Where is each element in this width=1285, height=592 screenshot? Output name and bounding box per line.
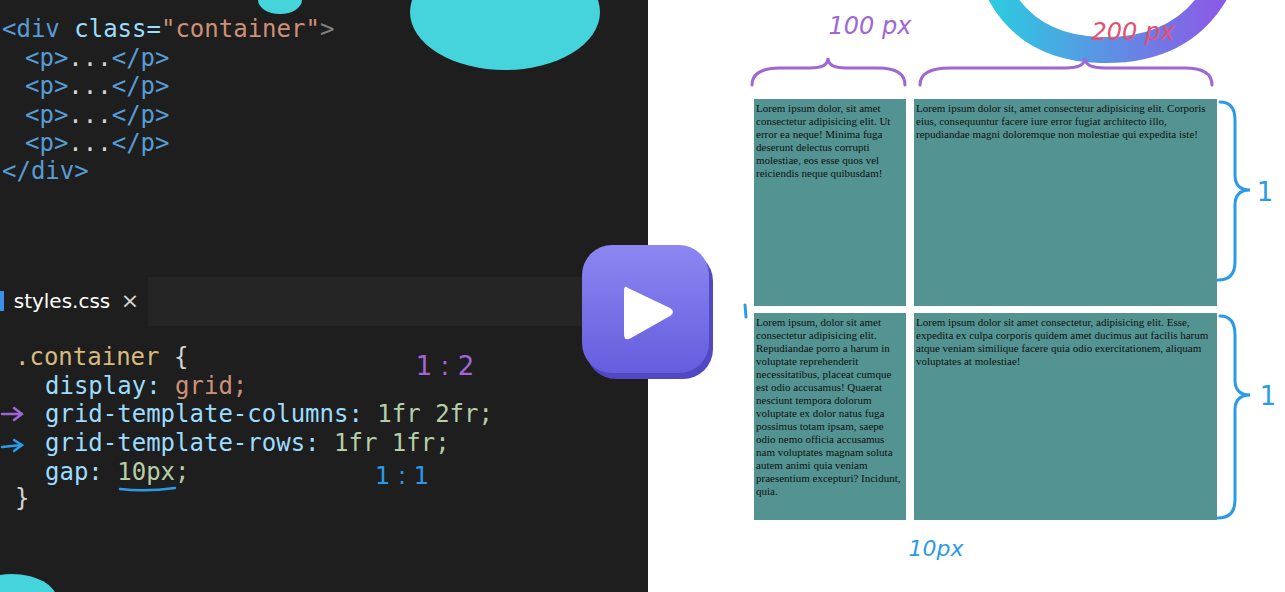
code-token: ... [68, 101, 111, 129]
ratio-note: 1 [1260, 381, 1277, 411]
grid-cell: Lorem ipsum, dolor sit amet consectetur … [754, 313, 906, 520]
code-token: { [174, 343, 188, 371]
code-token: <p> [25, 44, 68, 72]
code-token: "container" [161, 15, 320, 43]
cell-text: Lorem ipsum, dolor sit amet consectetur … [756, 316, 904, 498]
code-line: <p>...</p> [25, 128, 170, 158]
grid-cell: Lorem ipsum dolor sit, amet consectetur … [914, 99, 1217, 306]
height-brace [1218, 102, 1250, 280]
dimension-note: 200 px [1092, 18, 1175, 46]
tab-label: styles.css [14, 289, 111, 313]
play-triangle [624, 287, 673, 340]
code-token: ... [68, 129, 111, 157]
code-token: grid; [175, 372, 247, 400]
code-line: <p>...</p> [25, 43, 170, 73]
cell-text: Lorem ipsum dolor, sit amet consectetur … [756, 102, 904, 180]
code-token: gap: [45, 458, 103, 486]
dimension-note: 100 px [829, 12, 912, 40]
code-line: </div> [2, 156, 89, 186]
code-token: 1fr 1fr; [334, 429, 450, 457]
code-token: } [15, 484, 29, 512]
gap-note: 10px [909, 536, 964, 561]
tick-mark [745, 305, 746, 317]
code-token: 10px; [117, 458, 189, 486]
code-token: </div> [2, 157, 89, 185]
browser-panel [648, 0, 1285, 592]
width-brace [752, 58, 905, 85]
grid-cell: Lorem ipsum dolor, sit amet consectetur … [754, 99, 906, 306]
pointer-arrow [2, 408, 22, 420]
code-line: } [15, 483, 29, 513]
code-token: ... [68, 44, 111, 72]
close-icon: × [121, 288, 139, 313]
code-token: ... [68, 72, 111, 100]
code-line: <p>...</p> [25, 71, 170, 101]
code-line: grid-template-rows: 1fr 1fr; [45, 428, 450, 458]
code-token: <p> [25, 129, 68, 157]
code-line: grid-template-columns: 1fr 2fr; [45, 399, 493, 429]
height-brace [1218, 316, 1250, 518]
active-tab [0, 277, 148, 326]
code-token: </p> [112, 129, 170, 157]
code-token: <p> [25, 101, 68, 129]
width-brace [920, 58, 1212, 85]
code-token: </p> [112, 72, 170, 100]
cyan-blob [0, 574, 57, 592]
code-token: grid-template-columns: [45, 400, 363, 428]
code-line: .container { [15, 342, 188, 372]
cyan-blob [258, 0, 302, 14]
cell-text: Lorem ipsum dolor sit, amet consectetur … [916, 102, 1215, 141]
code-line: <p>...</p> [25, 100, 170, 130]
ratio-note: 1 : 2 [416, 351, 474, 381]
pointer-arrow [2, 440, 22, 451]
code-token: .container [15, 343, 160, 371]
code-token: display: [45, 372, 161, 400]
gradient-band [1000, 0, 1215, 50]
cyan-blob [410, 0, 600, 70]
code-token: grid-template-rows: [45, 429, 320, 457]
cell-text: Lorem ipsum dolor sit amet consectetur, … [916, 316, 1215, 368]
code-line: gap: 10px; [45, 457, 189, 487]
code-token: > [320, 15, 334, 43]
editor-panel [0, 0, 648, 592]
code-token: <div [2, 15, 60, 43]
code-token: </p> [112, 101, 170, 129]
play-button [582, 245, 709, 373]
code-line: display: grid; [45, 371, 247, 401]
code-token: </p> [112, 44, 170, 72]
code-token: <p> [25, 72, 68, 100]
code-token: 1fr 2fr; [377, 400, 493, 428]
code-line: <div class="container"> [2, 14, 334, 44]
ratio-note: 1 : 1 [375, 462, 429, 490]
file-icon [0, 291, 4, 311]
tab-strip [0, 277, 648, 326]
ratio-note: 1 [1257, 177, 1274, 207]
grid-cell: Lorem ipsum dolor sit amet consectetur, … [914, 313, 1217, 520]
underline [120, 488, 175, 490]
code-token: class= [74, 15, 161, 43]
